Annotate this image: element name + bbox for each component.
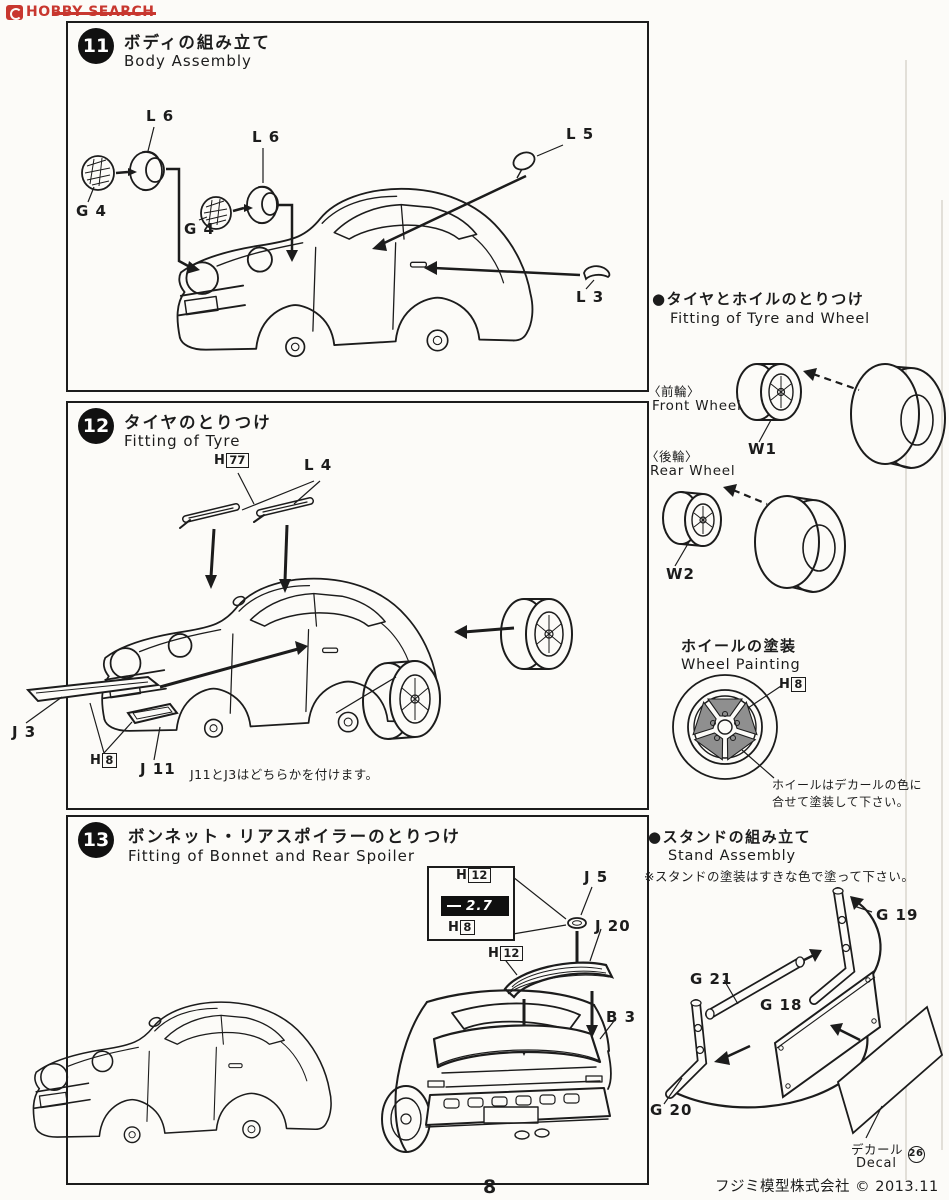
paint-prefix: H (488, 946, 499, 961)
part-label-j11: J 11 (140, 760, 176, 778)
step12-title-en: Fitting of Tyre (124, 432, 241, 450)
wheel-painting-title-en: Wheel Painting (681, 657, 801, 673)
step11-number: 11 (78, 28, 114, 64)
part-label-g18: G 18 (760, 996, 803, 1014)
step13-frame (66, 815, 649, 1185)
stand-title-jp: ●スタンドの組み立て (648, 828, 812, 846)
part-label-l5: L 5 (566, 125, 595, 143)
wheel-painting-title-jp: ホイールの塗装 (681, 637, 797, 655)
paint-code-12: 12 (499, 946, 523, 961)
watermark-strike-line (52, 12, 156, 15)
part-label-w1: W1 (748, 440, 777, 458)
paint-code-12: 12 (467, 868, 491, 883)
part-label-w2: W2 (666, 565, 695, 583)
tyre-wheel-title-jp: ●タイヤとホイルのとりつけ (652, 290, 865, 308)
step11-title-jp: ボディの組み立て (124, 33, 271, 52)
wheel-painting-illustration (672, 674, 782, 780)
part-label-l6-mid: L 6 (252, 128, 281, 146)
scan-streak (941, 200, 943, 1150)
step12-option-note: J11とJ3はどちらかを付けます。 (190, 767, 379, 782)
part-label-g21: G 21 (690, 970, 733, 988)
paint-prefix: H (779, 677, 790, 692)
wheel-painting-note-line1: ホイールはデカールの色に (772, 778, 923, 792)
paint-prefix: H (90, 753, 101, 768)
paint-code-8: 8 (459, 920, 475, 935)
badge-stripe (447, 904, 461, 908)
rear-wheel-label-jp: 〈後輪〉 (646, 449, 699, 464)
carrera-27-badge: 2.7 (441, 896, 509, 916)
step13-bonnet-spoiler-illustration (32, 876, 615, 1153)
stand-assembly-illustration (663, 887, 944, 1139)
part-label-l4: L 4 (304, 456, 333, 474)
paint-code-8: 8 (101, 753, 117, 768)
step11-title-en: Body Assembly (124, 52, 252, 70)
copyright-text: フジミ模型株式会社 © 2013.11 (715, 1179, 939, 1195)
part-label-l3: L 3 (576, 288, 605, 306)
decal-number-circle: 26 (907, 1146, 925, 1163)
step11-body-assembly-illustration (81, 126, 611, 358)
decal-text-jp: デカール (851, 1142, 904, 1157)
scan-streak (905, 60, 907, 1180)
step12-frame (66, 401, 649, 810)
step12-title-jp: タイヤのとりつけ (124, 413, 272, 432)
tyre-wheel-illustration (662, 363, 946, 593)
step12-tyre-fitting-illustration (25, 472, 573, 761)
page-number: 8 (483, 1176, 497, 1198)
part-label-j3: J 3 (12, 723, 37, 741)
paint-prefix: H (448, 920, 459, 935)
step13-number: 13 (78, 822, 114, 858)
decal-label-jp: デカール 26 (851, 1139, 925, 1163)
step13-title-en: Fitting of Bonnet and Rear Spoiler (128, 847, 416, 865)
step12-number: 12 (78, 408, 114, 444)
front-wheel-label-jp: 〈前輪〉 (648, 384, 701, 399)
part-label-g19: G 19 (876, 906, 919, 924)
front-wheel-label-en: Front Wheel (652, 398, 742, 414)
part-label-b3: B 3 (606, 1008, 637, 1026)
hobby-search-logo-text: HOBBY SEARCH (26, 4, 155, 20)
part-label-g4-left: G 4 (76, 202, 107, 220)
part-label-g4-mid: G 4 (184, 220, 215, 238)
part-label-g20: G 20 (650, 1101, 693, 1119)
paint-prefix: H (214, 453, 225, 468)
tyre-wheel-title-en: Fitting of Tyre and Wheel (670, 311, 870, 327)
step11-frame (66, 21, 649, 392)
paint-prefix: H (456, 868, 467, 883)
decal-label-en: Decal (856, 1156, 897, 1171)
stand-title-en: Stand Assembly (668, 848, 796, 864)
part-label-l6-left: L 6 (146, 107, 175, 125)
part-label-j20: J 20 (595, 917, 631, 935)
paint-code-77: 77 (225, 453, 249, 468)
hobby-search-watermark: HOBBY SEARCH (6, 4, 154, 20)
hobby-search-logo-icon (6, 4, 23, 20)
stand-paint-note: ※スタンドの塗装はすきな色で塗って下さい。 (644, 869, 915, 884)
step13-title-jp: ボンネット・リアスポイラーのとりつけ (128, 827, 461, 846)
badge-text: 2.7 (466, 898, 493, 914)
wheel-painting-note-line2: 合せて塗装して下さい。 (772, 795, 910, 809)
part-label-j5: J 5 (584, 868, 609, 886)
paint-code-8: 8 (790, 677, 806, 692)
rear-wheel-label-en: Rear Wheel (650, 463, 736, 479)
